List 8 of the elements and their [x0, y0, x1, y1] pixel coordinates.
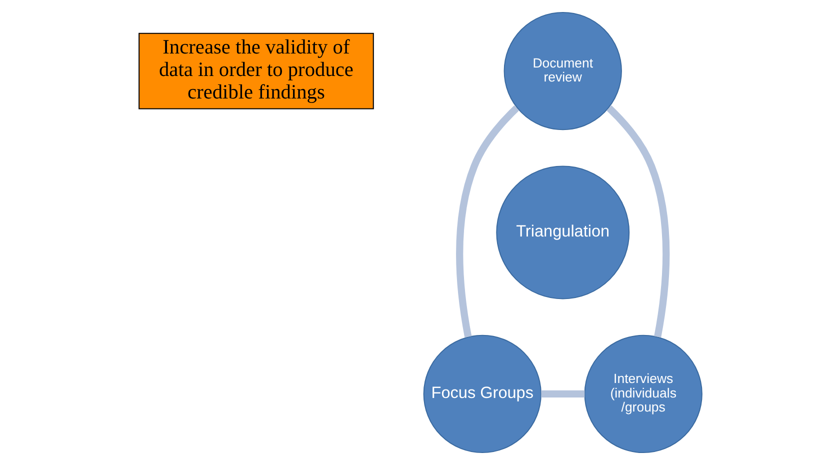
node-circle: Interviews (individuals /groups — [584, 334, 702, 454]
connector — [540, 390, 584, 398]
node-circle: Focus Groups — [422, 334, 541, 454]
node-circle: Triangulation — [496, 166, 630, 300]
node-circle: Document review — [503, 12, 622, 130]
node-box: Increase the validity of data in order to produce credible findings — [138, 32, 374, 110]
connector — [606, 105, 670, 338]
connector — [456, 105, 519, 338]
